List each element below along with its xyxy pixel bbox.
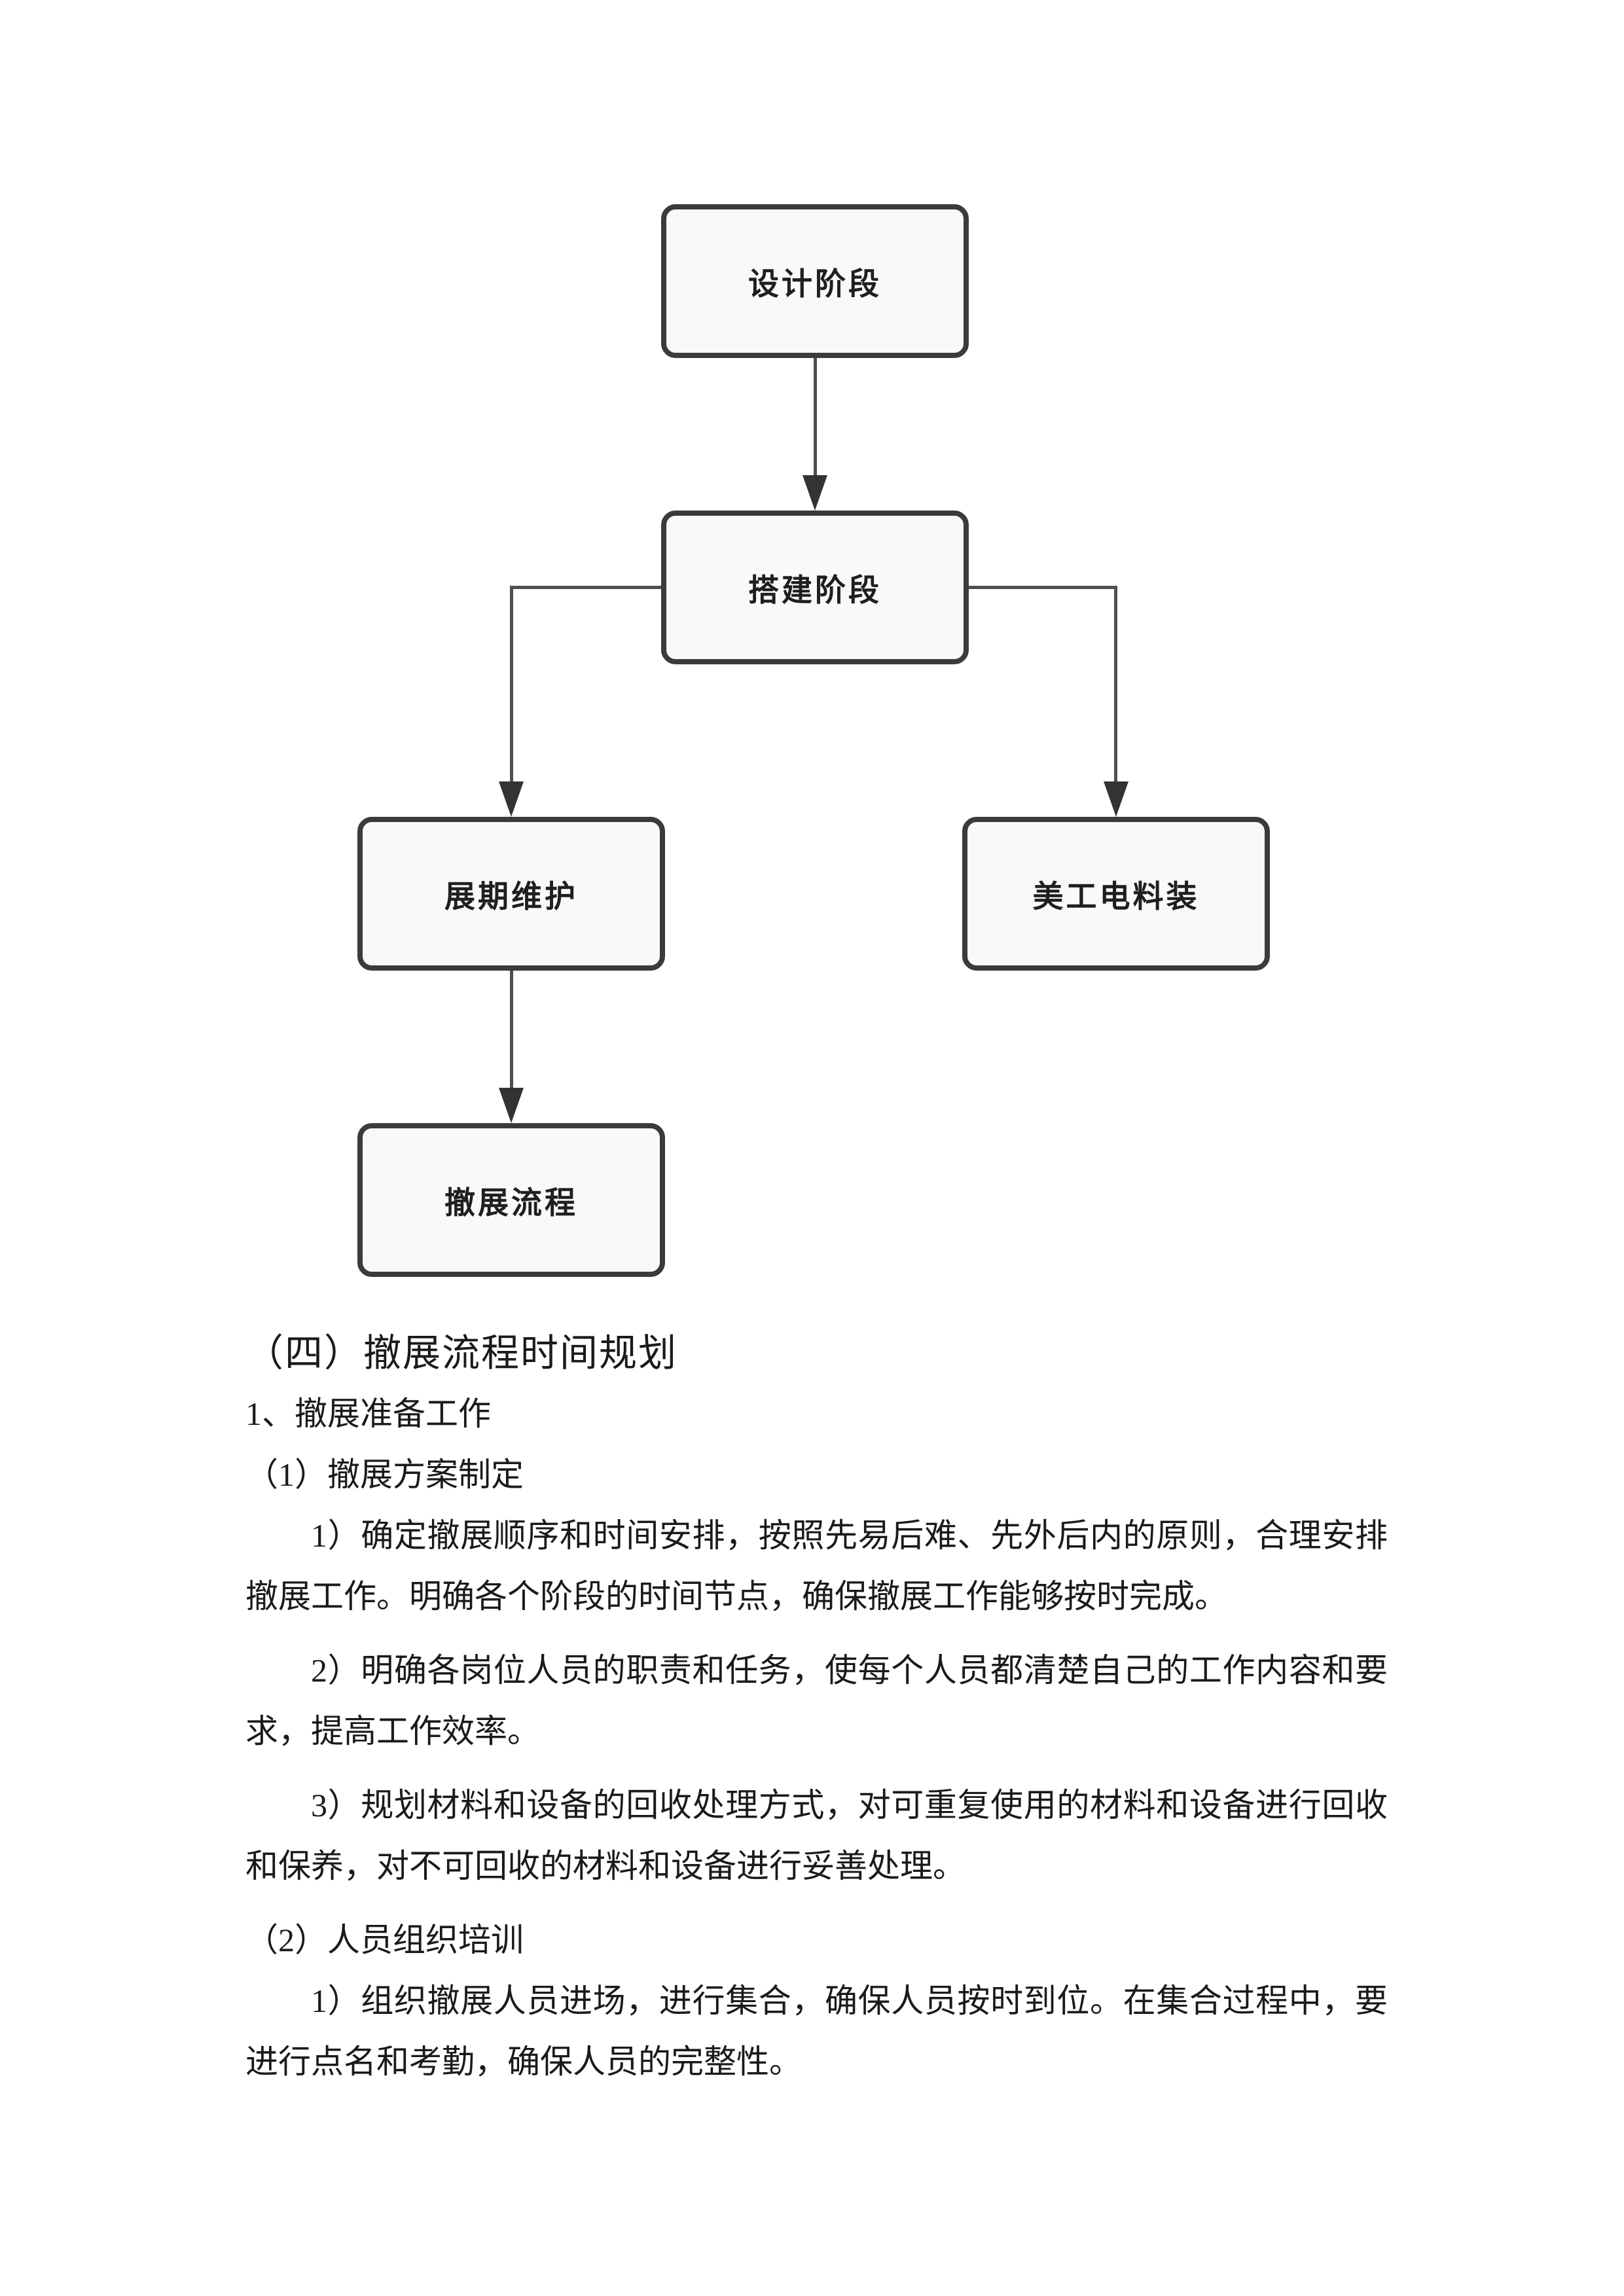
paragraph: （1）撤展方案制定 (245, 1456, 524, 1493)
arrowhead-down (499, 781, 524, 817)
paragraph: 1）确定撤展顺序和时间安排，按照先易后难、先外后内的原则，合理安排撤展工作。明确… (245, 1517, 1388, 1615)
flow-node-design-phase: 设计阶段 (661, 204, 969, 358)
arrowhead-down (499, 1088, 524, 1123)
paragraph: 1、撤展准备工作 (245, 1395, 491, 1432)
paragraph: （2）人员组织培训 (245, 1922, 524, 1958)
connector-build-to-art-vertical (1114, 586, 1117, 785)
paragraph: 1）组织撤展人员进场，进行集合，确保人员按时到位。在集合过程中，要进行点名和考勤… (245, 1982, 1388, 2080)
flow-node-art-electrical-installation: 美工电料装 (962, 817, 1270, 971)
arrowhead-down (803, 475, 827, 511)
flow-node-exhibition-maintenance: 展期维护 (357, 817, 665, 971)
arrowhead-down (1104, 781, 1128, 817)
connector-build-to-maintenance-vertical (510, 586, 513, 785)
body-text: （四）撤展流程时间规划 1、撤展准备工作 （1）撤展方案制定 1）确定撤展顺序和时间… (245, 1323, 1388, 2092)
paragraph: 3）规划材料和设备的回收处理方式，对可重复使用的材料和设备进行回收和保养，对不可… (245, 1787, 1388, 1884)
connector-build-to-maintenance-horizontal (511, 586, 661, 589)
connector-build-to-art-horizontal (969, 586, 1116, 589)
paragraph-list: 1、撤展准备工作 （1）撤展方案制定 1）确定撤展顺序和时间安排，按照先易后难、先外… (245, 1384, 1388, 2092)
flow-node-dismantle-process: 撤展流程 (357, 1123, 665, 1277)
flow-node-build-phase: 搭建阶段 (661, 511, 969, 664)
connector-maintenance-to-dismantle (510, 971, 513, 1092)
section-heading: （四）撤展流程时间规划 (245, 1332, 678, 1374)
connector-design-to-build (814, 358, 817, 480)
paragraph: 2）明确各岗位人员的职责和任务，使每个人员都清楚自己的工作内容和要求，提高工作效… (245, 1652, 1388, 1749)
